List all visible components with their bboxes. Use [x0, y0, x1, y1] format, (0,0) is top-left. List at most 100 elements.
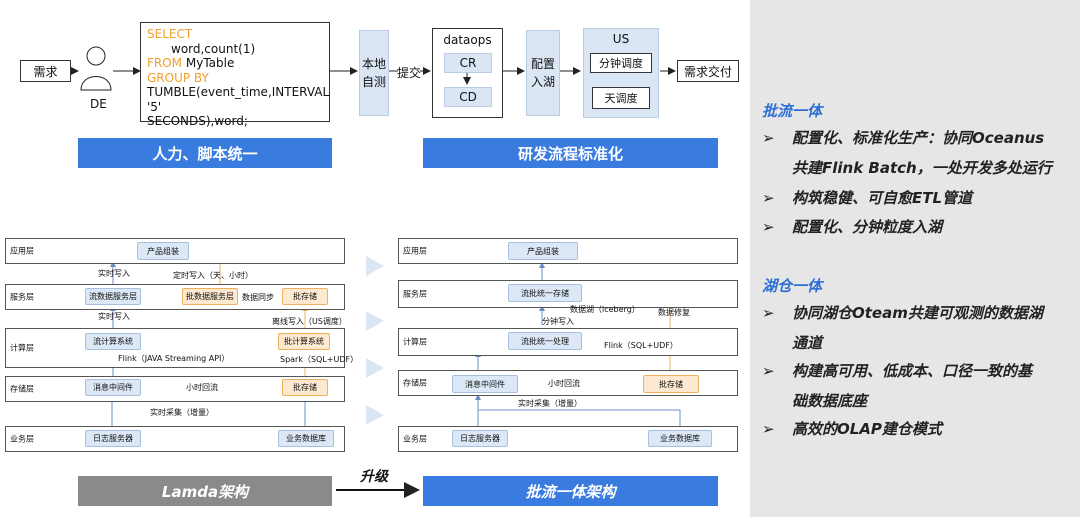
right-lake: 数据湖（iceberg） [570, 305, 640, 314]
us-label: US [612, 32, 630, 46]
sql-box: SELECT word,count(1) FROM MyTable GROUP … [140, 22, 330, 128]
bullet-icon: ➢ [762, 189, 775, 207]
config-lake-box: 配置 入湖 [526, 30, 560, 116]
panel-item: 构建高可用、低成本、口径一致的基 [792, 362, 1033, 380]
left-batch-store: 批存储 [282, 288, 328, 305]
left-realtime-write2: 实时写入 [98, 312, 130, 321]
banner-rd-process: 研发流程标准化 [423, 138, 718, 168]
transition-arrow [366, 405, 384, 425]
left-biz-db: 业务数据库 [278, 430, 334, 447]
cd-label: CD [459, 90, 477, 104]
right-unified-store: 流批统一存储 [508, 284, 582, 302]
submit-label: 提交 [397, 66, 422, 80]
right-biz-db: 业务数据库 [648, 430, 712, 447]
right-realtime-collect: 实时采集（增量） [518, 399, 582, 408]
layer-label: 计算层 [403, 337, 427, 347]
layer-label: 应用层 [403, 246, 427, 256]
minute-sched-box: 分钟调度 [590, 53, 652, 73]
right-data-repair: 数据修复 [658, 308, 690, 317]
deliver-box: 需求交付 [677, 60, 739, 82]
person-icon [80, 46, 112, 91]
right-product-box: 产品组装 [508, 242, 578, 260]
banner-lambda-text: Lamda架构 [161, 482, 249, 501]
dataops-box: dataops CR CD [432, 28, 503, 118]
left-log-server: 日志服务器 [85, 430, 141, 447]
panel-item: 础数据底座 [792, 392, 868, 410]
left-scheduled-write: 定时写入（天、小时） [173, 271, 253, 280]
transition-arrow [366, 358, 384, 378]
sql-table: MyTable [182, 56, 235, 70]
left-flink: Flink（JAVA Streaming API） [118, 354, 230, 363]
summary-panel: 批流一体 ➢ 配置化、标准化生产：协同Oceanus 共建Flink Batch… [750, 0, 1080, 517]
config-lake-label: 配置 入湖 [530, 57, 555, 89]
panel-item: 通道 [792, 334, 823, 352]
sql-cols: word,count(1) [171, 41, 256, 56]
left-batch-store2: 批存储 [282, 379, 328, 396]
banner-manpower-text: 人力、脚本统一 [152, 144, 258, 163]
left-mq: 消息中间件 [85, 379, 141, 396]
sql-select: SELECT [147, 27, 193, 41]
layer-label: 存储层 [403, 378, 427, 388]
right-minute-write: 分钟写入 [542, 317, 574, 326]
day-sched-box: 天调度 [592, 87, 650, 109]
right-log-server: 日志服务器 [452, 430, 508, 447]
panel-item: 共建Flink Batch，一处开发多处运行 [792, 159, 1052, 177]
left-stream-service: 流数据服务层 [85, 288, 141, 305]
left-hour-backflow: 小时回流 [186, 383, 218, 392]
cr-label: CR [459, 56, 477, 70]
sql-group: GROUP BY [147, 70, 209, 85]
banner-lambda: Lamda架构 [78, 476, 332, 506]
panel-item: 高效的OLAP建仓模式 [792, 420, 942, 438]
upgrade-label: 升级 [360, 469, 388, 485]
right-mq: 消息中间件 [452, 375, 518, 393]
bullet-icon: ➢ [762, 218, 775, 236]
sql-seconds: SECONDS),word; [147, 114, 248, 128]
panel-item: 配置化、分钟粒度入湖 [792, 218, 943, 236]
local-test-box: 本地 自测 [359, 30, 389, 116]
bullet-icon: ➢ [762, 362, 775, 380]
cd-box: CD [444, 87, 492, 107]
left-batch-service: 批数据服务层 [182, 288, 238, 305]
panel-title-lakehouse: 湖仓一体 [762, 277, 823, 295]
sql-tumble: TUMBLE(event_time,INTERVAL '5' [147, 85, 330, 114]
banner-unified-text: 批流一体架构 [525, 482, 616, 501]
transition-arrow [366, 256, 384, 276]
layer-label: 存储层 [10, 384, 34, 394]
sql-from: FROM [147, 56, 183, 70]
right-flink: Flink（SQL+UDF） [604, 341, 678, 350]
day-sched-label: 天调度 [604, 92, 638, 105]
banner-manpower: 人力、脚本统一 [78, 138, 332, 168]
demand-box: 需求 [20, 60, 71, 82]
right-batch-store: 批存储 [643, 375, 699, 393]
layer-label: 应用层 [10, 246, 34, 256]
right-hour-backflow: 小时回流 [548, 379, 580, 388]
de-label: DE [90, 97, 107, 111]
banner-unified: 批流一体架构 [423, 476, 718, 506]
bullet-icon: ➢ [762, 129, 775, 147]
panel-item: 协同湖仓Oteam共建可观测的数据湖 [792, 304, 1043, 322]
layer-label: 服务层 [10, 292, 34, 302]
panel-item: 配置化、标准化生产：协同Oceanus [792, 129, 1045, 147]
left-product-box: 产品组装 [137, 242, 189, 260]
left-realtime-write: 实时写入 [98, 269, 130, 278]
left-data-sync: 数据同步 [242, 293, 274, 302]
minute-sched-label: 分钟调度 [599, 57, 643, 70]
demand-label: 需求 [33, 64, 58, 79]
layer-label: 业务层 [10, 434, 34, 444]
local-test-label: 本地 自测 [361, 57, 386, 89]
dataops-label: dataops [443, 33, 492, 47]
left-offline-write: 离线写入（US调度） [272, 317, 347, 326]
right-unified-proc: 流批统一处理 [508, 332, 582, 350]
cr-box: CR [444, 53, 492, 73]
left-spark: Spark（SQL+UDF） [280, 355, 359, 364]
deliver-label: 需求交付 [683, 64, 732, 79]
bullet-icon: ➢ [762, 420, 775, 438]
left-stream-compute: 流计算系统 [85, 333, 141, 350]
left-batch-compute: 批计算系统 [278, 333, 330, 350]
layer-label: 服务层 [403, 289, 427, 299]
left-realtime-collect: 实时采集（增量） [150, 408, 214, 417]
layer-label: 计算层 [10, 343, 34, 353]
layer-label: 业务层 [403, 434, 427, 444]
panel-title-batch-stream: 批流一体 [762, 102, 823, 120]
us-box: US 分钟调度 天调度 [583, 28, 659, 118]
